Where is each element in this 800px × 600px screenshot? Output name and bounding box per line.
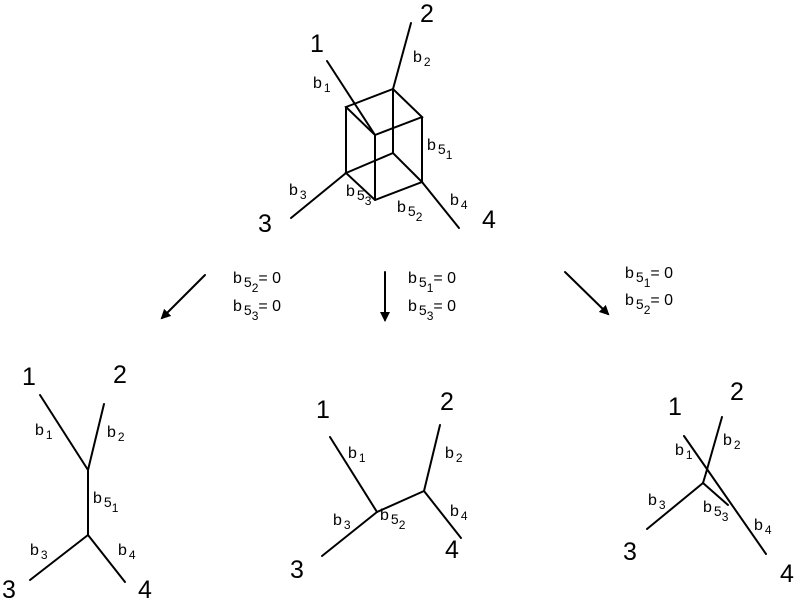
edge-b3 bbox=[29, 534, 89, 581]
tree-right bbox=[646, 416, 767, 555]
arrow-right bbox=[564, 271, 610, 316]
edge-link bbox=[702, 472, 707, 484]
edge-b2 bbox=[87, 403, 105, 471]
network-cube bbox=[290, 22, 460, 229]
leaf-label-2: 2 bbox=[730, 378, 744, 406]
tree-left bbox=[29, 394, 126, 583]
edge-b3 bbox=[646, 482, 704, 530]
arrow-left bbox=[160, 274, 206, 320]
edge-b3 bbox=[290, 172, 347, 219]
leaf-label-1: 1 bbox=[316, 396, 330, 424]
edge-b1 bbox=[326, 60, 376, 136]
edge-b1 bbox=[329, 436, 378, 513]
tree-middle bbox=[321, 424, 462, 557]
leaf-label-3: 3 bbox=[2, 576, 16, 600]
edge-b4 bbox=[421, 181, 460, 229]
leaf-label-3: 3 bbox=[623, 538, 637, 566]
edge-b3 bbox=[321, 511, 378, 557]
edge-b2 bbox=[423, 424, 441, 492]
edge-b1 bbox=[39, 394, 89, 471]
leaf-label-1: 1 bbox=[310, 30, 324, 58]
leaf-label-4: 4 bbox=[482, 206, 496, 234]
edge-b2 bbox=[705, 416, 723, 474]
edge-b4 bbox=[87, 534, 126, 583]
edge-b5-2 bbox=[376, 490, 425, 513]
leaf-label-1: 1 bbox=[668, 393, 682, 421]
leaf-label-4: 4 bbox=[780, 560, 794, 588]
leaf-label-4: 4 bbox=[138, 576, 152, 600]
leaf-label-3: 3 bbox=[290, 556, 304, 584]
leaf-label-2: 2 bbox=[420, 0, 434, 28]
leaf-label-2: 2 bbox=[440, 388, 454, 416]
leaf-label-2: 2 bbox=[113, 361, 127, 389]
edge-b2 bbox=[392, 22, 412, 90]
leaf-label-4: 4 bbox=[445, 536, 459, 564]
edge-b4 bbox=[423, 490, 462, 539]
edge-b5-3 bbox=[702, 482, 729, 506]
leaf-label-1: 1 bbox=[22, 363, 36, 391]
edge-b1-b4 bbox=[683, 435, 767, 555]
leaf-label-3: 3 bbox=[258, 210, 272, 238]
cube-top-face bbox=[344, 87, 424, 137]
